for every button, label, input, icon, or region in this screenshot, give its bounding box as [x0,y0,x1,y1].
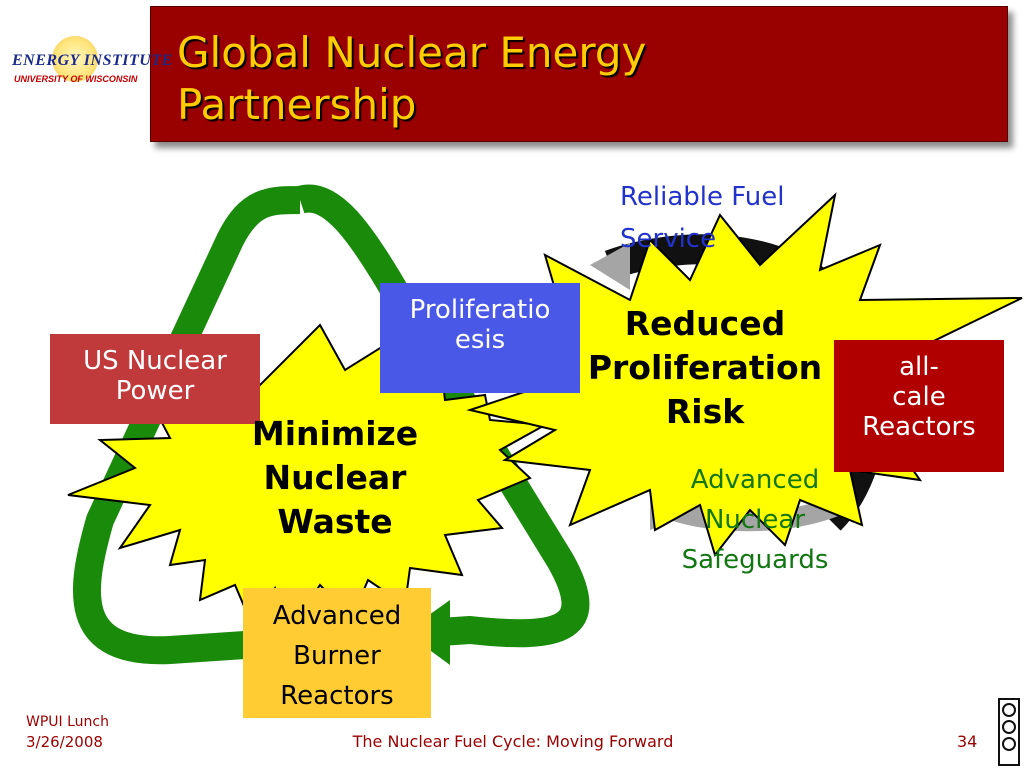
footer-event: WPUI Lunch [26,714,109,730]
footer-subtitle: The Nuclear Fuel Cycle: Moving Forward [352,732,674,751]
logo-university: UNIVERSITY OF WISCONSIN [14,74,138,84]
reduced-risk-text: Reduced Proliferation Risk [587,304,823,431]
us-nuclear-power-label: US Nuclear Power [83,346,227,406]
footer-date: 3/26/2008 [26,733,103,751]
burst-minimize-waste [67,323,549,633]
footer-event-info: WPUI Lunch 3/26/2008 [26,712,109,752]
reliable-fuel-services-label: Reliable Fuel Service [620,182,785,254]
green-cycle-arrow [72,184,590,665]
creative-commons-icon [998,698,1020,766]
energy-institute-logo: ENERGY INSTITUTE UNIVERSITY OF WISCONSIN [8,36,172,112]
proliferation-box: Proliferatio esis [380,283,580,393]
advanced-burner-reactors-box: Advanced Burner Reactors [243,588,431,718]
cc-circle-icon [1002,703,1016,717]
small-scale-reactors-label: all- cale Reactors [862,352,976,442]
page-number: 34 [957,732,978,751]
gray-arrow-top [590,243,630,290]
us-nuclear-power-box: US Nuclear Power [50,334,260,424]
cc-circle-icon [1002,737,1016,751]
proliferation-label: Proliferatio esis [409,295,551,355]
sun-emblem-icon [52,36,98,82]
slide-title: Global Nuclear Energy Partnership [177,28,647,129]
advanced-burner-reactors-label: Advanced Burner Reactors [272,601,402,711]
minimize-waste-text: Minimize Nuclear Waste [251,414,419,541]
cc-circle-icon [1002,720,1016,734]
title-banner: Global Nuclear Energy Partnership [150,6,1008,142]
small-scale-reactors-box: all- cale Reactors [834,340,1004,472]
logo-name: ENERGY INSTITUTE [12,52,173,69]
advanced-safeguards-label: Advanced Nuclear Safeguards [681,465,829,575]
